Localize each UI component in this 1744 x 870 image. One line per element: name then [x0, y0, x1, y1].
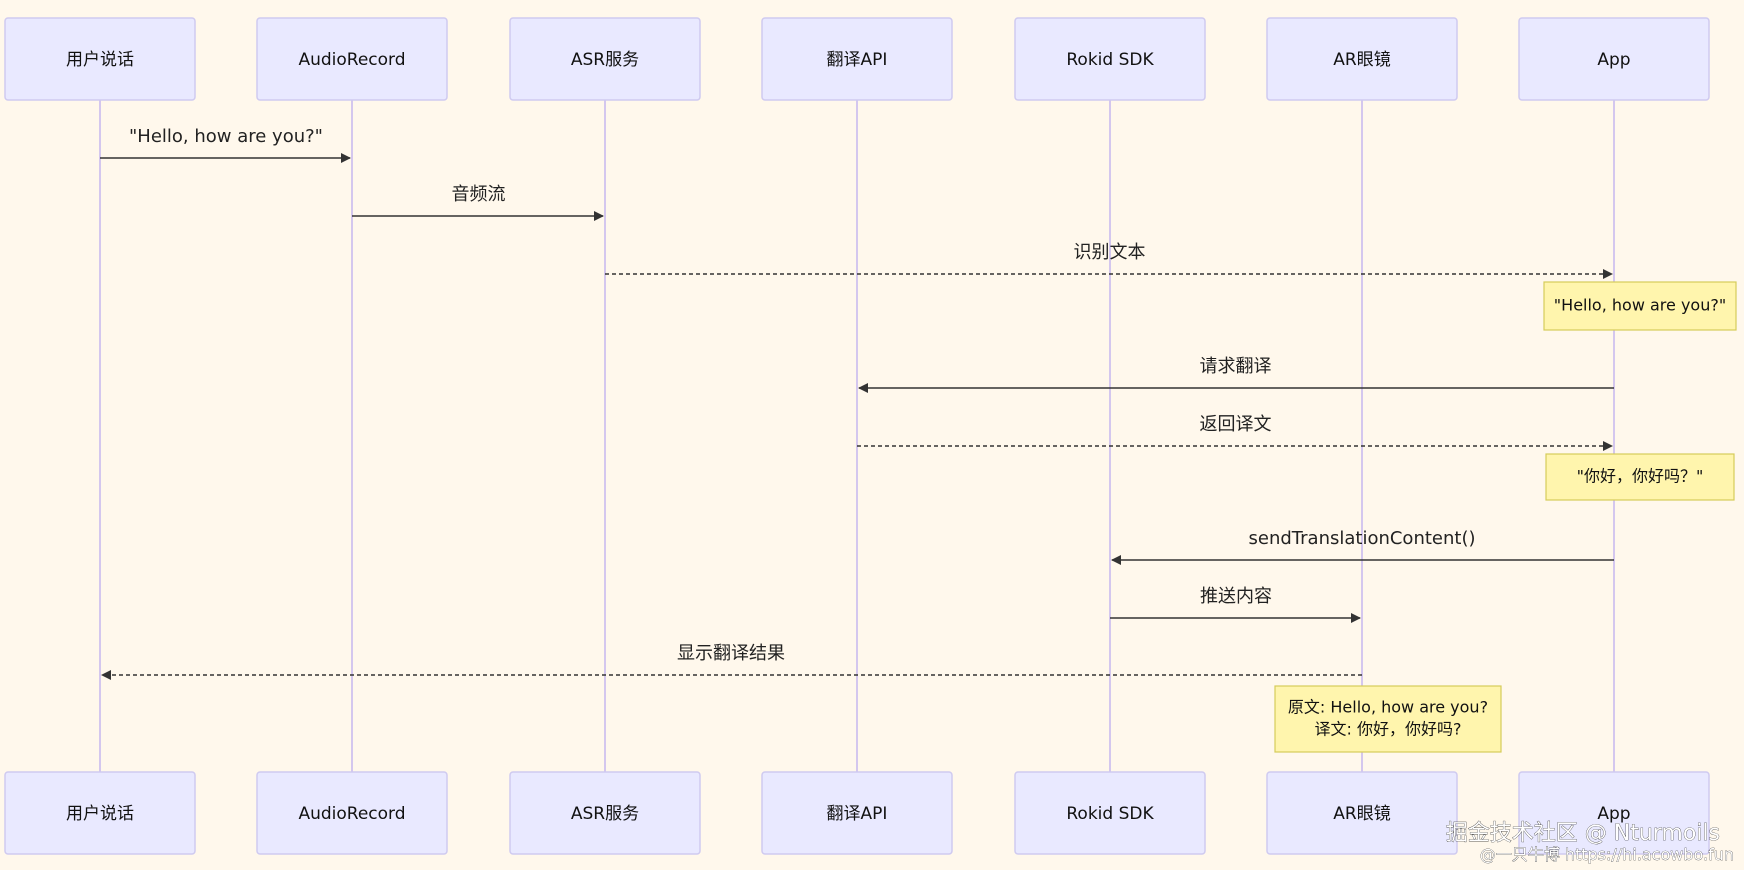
participant-box [1014, 17, 1206, 101]
message-label: 推送内容 [1200, 586, 1272, 607]
note-3: 原文: Hello, how are you? 译文: 你好，你好吗? [1274, 685, 1502, 753]
participant-box [761, 17, 953, 101]
note-1: "Hello, how are you?" [1543, 281, 1737, 331]
participant-label: 翻译API [827, 804, 888, 824]
note-text: "你好，你好吗？" [1577, 467, 1704, 486]
watermark-title: 掘金技术社区 @ Nturmoils [1446, 821, 1720, 846]
note-text: "Hello, how are you?" [1554, 296, 1726, 315]
note-box [1274, 685, 1502, 753]
participant-trans-top: 翻译API [761, 17, 953, 101]
message-label: sendTranslationContent() [1249, 528, 1476, 549]
message-label: 识别文本 [1074, 242, 1146, 263]
note-box [1545, 453, 1735, 501]
participant-box [1518, 771, 1710, 855]
participant-label: Rokid SDK [1066, 804, 1154, 824]
message-4: 请求翻译 [858, 356, 1614, 393]
message-label: "Hello, how are you?" [129, 126, 323, 147]
participant-box [1014, 771, 1206, 855]
participant-box [1266, 771, 1458, 855]
participant-box [509, 771, 701, 855]
participant-rokid-top: Rokid SDK [1014, 17, 1206, 101]
participant-box [4, 17, 196, 101]
participant-box [761, 771, 953, 855]
message-label: 显示翻译结果 [677, 643, 785, 664]
participant-label: App [1597, 50, 1630, 70]
participant-label: ASR服务 [571, 804, 639, 824]
participant-label: AR眼镜 [1333, 804, 1390, 824]
message-3: 识别文本 [605, 242, 1613, 279]
message-1: "Hello, how are you?" [100, 126, 351, 163]
message-6: sendTranslationContent() [1111, 528, 1614, 565]
participant-box [1266, 17, 1458, 101]
participant-label: AudioRecord [298, 804, 405, 824]
message-label: 返回译文 [1200, 414, 1272, 435]
participant-audio-bottom: AudioRecord [256, 771, 448, 855]
participant-ar-top: AR眼镜 [1266, 17, 1458, 101]
participant-rokid-bottom: Rokid SDK [1014, 771, 1206, 855]
participant-box [4, 771, 196, 855]
note-text: 译文: 你好，你好吗? [1315, 720, 1462, 739]
participant-ar-bottom: AR眼镜 [1266, 771, 1458, 855]
participant-asr-bottom: ASR服务 [509, 771, 701, 855]
participant-box [509, 17, 701, 101]
participant-label: 翻译API [827, 50, 888, 70]
participant-audio-top: AudioRecord [256, 17, 448, 101]
participant-label: App [1597, 804, 1630, 824]
participant-asr-top: ASR服务 [509, 17, 701, 101]
note-text: 原文: Hello, how are you? [1288, 698, 1488, 717]
participant-trans-bottom: 翻译API [761, 771, 953, 855]
message-7: 推送内容 [1110, 586, 1361, 623]
participant-box [256, 17, 448, 101]
watermark-url: @一只牛博 https://hi.acowbo.fun [1480, 845, 1734, 864]
participant-user-top: 用户说话 [4, 17, 196, 101]
message-8: 显示翻译结果 [101, 643, 1362, 680]
note-box [1543, 281, 1737, 331]
participant-box [256, 771, 448, 855]
participant-app-bottom: App [1518, 771, 1710, 855]
participant-user-bottom: 用户说话 [4, 771, 196, 855]
participant-box [1518, 17, 1710, 101]
participant-label: 用户说话 [66, 804, 134, 824]
participant-label: 用户说话 [66, 50, 134, 70]
participant-app-top: App [1518, 17, 1710, 101]
message-label: 请求翻译 [1200, 356, 1272, 377]
note-2: "你好，你好吗？" [1545, 453, 1735, 501]
message-2: 音频流 [352, 184, 604, 221]
message-5: 返回译文 [857, 414, 1613, 451]
participant-label: AudioRecord [298, 50, 405, 70]
participant-label: AR眼镜 [1333, 50, 1390, 70]
participant-label: ASR服务 [571, 50, 639, 70]
participant-label: Rokid SDK [1066, 50, 1154, 70]
message-label: 音频流 [452, 184, 506, 205]
